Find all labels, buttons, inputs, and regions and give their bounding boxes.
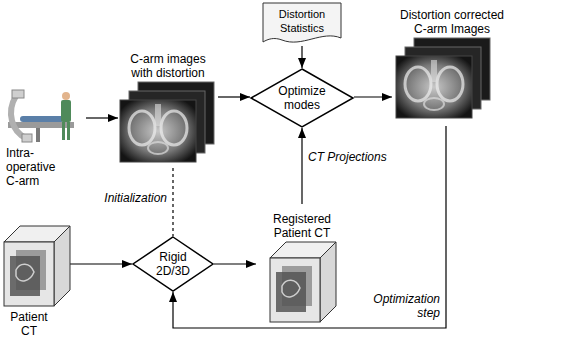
node-text: Patient CT xyxy=(4,310,54,338)
edge-label: CT Projections xyxy=(308,150,387,164)
pelvis-shape xyxy=(437,67,463,101)
text-area: Intra-operative C-arm xyxy=(6,146,68,190)
text-area: Distortion Statistics xyxy=(266,4,338,38)
diamond-outline xyxy=(133,237,213,291)
volume-cube-graphic xyxy=(4,226,70,307)
pelvis-shape xyxy=(282,280,300,297)
diamond-outline xyxy=(251,69,353,127)
pelvis-shape xyxy=(161,111,187,145)
node-text: Intra-operative C-arm xyxy=(6,146,68,188)
image-frame xyxy=(396,56,472,118)
connector xyxy=(86,117,118,118)
connector xyxy=(218,96,250,97)
node-text: Optimize modes xyxy=(270,84,334,112)
connector xyxy=(173,126,446,328)
source xyxy=(22,134,32,142)
volume-cube-graphic xyxy=(270,242,336,323)
surgeon-head xyxy=(62,92,70,100)
volume-cube: Registered Patient CT xyxy=(256,204,348,322)
spine-shape xyxy=(155,104,161,126)
pelvis-shape xyxy=(424,98,444,110)
text-area: Distortion corrected C-arm Images xyxy=(392,2,512,36)
cube-front xyxy=(4,242,54,306)
image-stack: C-arm images with distortion xyxy=(118,46,218,168)
document-shape: Distortion Statistics xyxy=(262,2,342,46)
document-outline xyxy=(263,3,341,42)
spine-shape xyxy=(431,60,437,82)
ct-slice xyxy=(276,272,306,312)
cube-side xyxy=(54,226,70,306)
surgeon-leg xyxy=(62,122,65,140)
decision-diamond: Rigid 2D/3D xyxy=(132,236,214,292)
image-stack-graphic xyxy=(396,38,492,124)
cube-front xyxy=(270,258,320,322)
volume-cube: Patient CT xyxy=(4,226,70,346)
detector xyxy=(12,90,24,98)
connector xyxy=(354,96,392,97)
image-frame xyxy=(120,100,196,162)
c-arm-picture-graphic xyxy=(6,88,84,144)
connector xyxy=(172,168,173,236)
text-area: Optimize modes xyxy=(270,76,334,120)
pelvis-shape xyxy=(129,111,155,145)
pelvis-shape xyxy=(16,264,34,281)
node-text: Rigid 2D/3D xyxy=(146,250,200,278)
pelvis-shape xyxy=(148,142,168,154)
node-text: C-arm images with distortion xyxy=(118,52,218,80)
surgeon-leg xyxy=(67,122,70,140)
patient xyxy=(20,116,64,122)
decision-diamond: Optimize modes xyxy=(250,68,354,128)
edge-label: Optimization step xyxy=(360,292,440,320)
connector xyxy=(70,263,132,264)
connector xyxy=(301,128,302,204)
image-stack: Distortion corrected C-arm Images xyxy=(392,2,512,126)
node-text: Distortion Statistics xyxy=(266,7,338,35)
text-area: Registered Patient CT xyxy=(256,204,348,240)
text-area: Rigid 2D/3D xyxy=(146,242,200,286)
connector xyxy=(301,46,302,68)
ct-slice xyxy=(10,256,40,296)
surgeon-body xyxy=(61,100,71,122)
text-area: Patient CT xyxy=(4,310,54,346)
table-leg xyxy=(36,128,40,142)
pelvis-shape xyxy=(405,67,431,101)
edge-label: Initialization xyxy=(104,191,167,205)
image-stack-graphic xyxy=(120,82,216,168)
cube-side xyxy=(320,242,336,322)
node-text: Registered Patient CT xyxy=(256,212,348,240)
node-text: Distortion corrected C-arm Images xyxy=(392,8,512,36)
connector xyxy=(214,263,256,264)
c-arm-picture: Intra-operative C-arm xyxy=(6,88,86,200)
text-area: C-arm images with distortion xyxy=(118,46,218,80)
